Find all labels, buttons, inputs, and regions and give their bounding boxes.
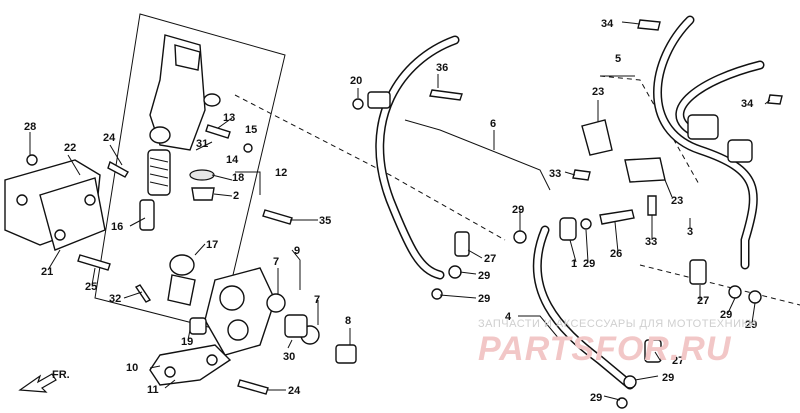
callout-2: 2 [233,190,239,202]
callout-12: 12 [275,167,287,179]
callout-34: 34 [741,98,754,110]
callout-33: 33 [549,168,561,180]
master-cylinder-group [94,13,286,331]
bolt-34a [637,19,661,31]
callout-25: 25 [85,281,97,293]
callout-18: 18 [232,172,244,184]
callout-23: 23 [671,195,683,207]
callout-17: 17 [206,239,218,251]
callout-3: 3 [687,226,693,238]
brake-pedal-pivot [77,209,357,395]
callout-27: 27 [672,355,684,367]
front-direction-indicator: FR. [18,369,70,393]
callout-31: 31 [196,138,208,150]
callout-labels: 34 5 20 36 23 34 28 22 24 13 15 6 31 14 … [24,18,757,404]
banjo-bolt-27a [454,231,470,257]
callout-35: 35 [319,215,331,227]
callout-36: 36 [436,62,448,74]
clamp-23b [624,157,666,183]
boot [191,187,215,201]
banjo-bolt-27c [644,339,662,363]
watermark-logo: PARTSFOR.RU [478,330,732,368]
callout-23: 23 [592,86,604,98]
push-rod-joint [169,254,195,276]
callout-34: 34 [601,18,614,30]
callout-8: 8 [345,315,351,327]
leader-lines [29,21,771,401]
bolt-33b [647,195,657,216]
bolt-36 [429,89,463,101]
cotter-pin [134,284,152,303]
piston-spring [147,149,171,196]
callout-4: 4 [505,311,512,323]
callout-29: 29 [478,270,490,282]
callout-29: 29 [583,258,595,270]
hose-upper [375,35,460,280]
callout-33: 33 [645,236,657,248]
link-plate [149,344,232,386]
callout-14: 14 [226,154,239,166]
callout-29: 29 [720,309,732,321]
arrow-icon [18,373,57,393]
callout-24: 24 [103,132,116,144]
clamp-23a [581,119,613,156]
piston [139,199,155,231]
bolt [107,160,129,178]
direction-label: FR. [52,369,70,381]
bolt-25 [77,254,111,271]
callout-32: 32 [109,293,121,305]
callout-19: 19 [181,336,193,348]
callout-7: 7 [314,294,320,306]
callout-26: 26 [610,248,622,260]
nut [26,154,38,166]
callout-29: 29 [478,293,490,305]
callout-29: 29 [590,392,602,404]
brake-hoses [367,15,765,390]
collar [284,314,308,338]
callout-9: 9 [294,245,300,257]
callout-16: 16 [111,221,123,233]
nut-20 [352,98,364,110]
brake-pipe [404,119,551,191]
callout-20: 20 [350,75,362,87]
callout-5: 5 [615,53,621,65]
callout-29: 29 [512,204,524,216]
watermark-caption: ЗАПЧАСТИ И АКСЕССУАРЫ ДЛЯ МОТОТЕХНИКИ [478,318,757,330]
callout-29: 29 [745,319,757,331]
callout-30: 30 [283,351,295,363]
bolt-34b [767,94,783,105]
callout-7: 7 [273,256,279,268]
callout-11: 11 [147,384,159,396]
bolt-33a [572,169,591,181]
bolt-24 [237,379,269,395]
callout-13: 13 [223,112,235,124]
callout-22: 22 [64,142,76,154]
callout-27: 27 [697,295,709,307]
seal-ring [189,169,215,181]
banjo-bolt-27b [689,259,707,285]
callout-1: 1 [571,258,577,270]
callout-27: 27 [484,253,496,265]
callout-10: 10 [126,362,138,374]
callout-21: 21 [41,266,53,278]
callout-15: 15 [245,124,257,136]
callout-24: 24 [288,385,301,397]
callout-6: 6 [490,118,496,130]
bolt-35 [262,209,293,225]
callout-28: 28 [24,121,36,133]
callout-29: 29 [662,372,674,384]
bolt-26 [599,209,635,225]
footrest-bracket [4,154,129,251]
bearing-a [266,293,286,313]
spacer [335,344,357,364]
